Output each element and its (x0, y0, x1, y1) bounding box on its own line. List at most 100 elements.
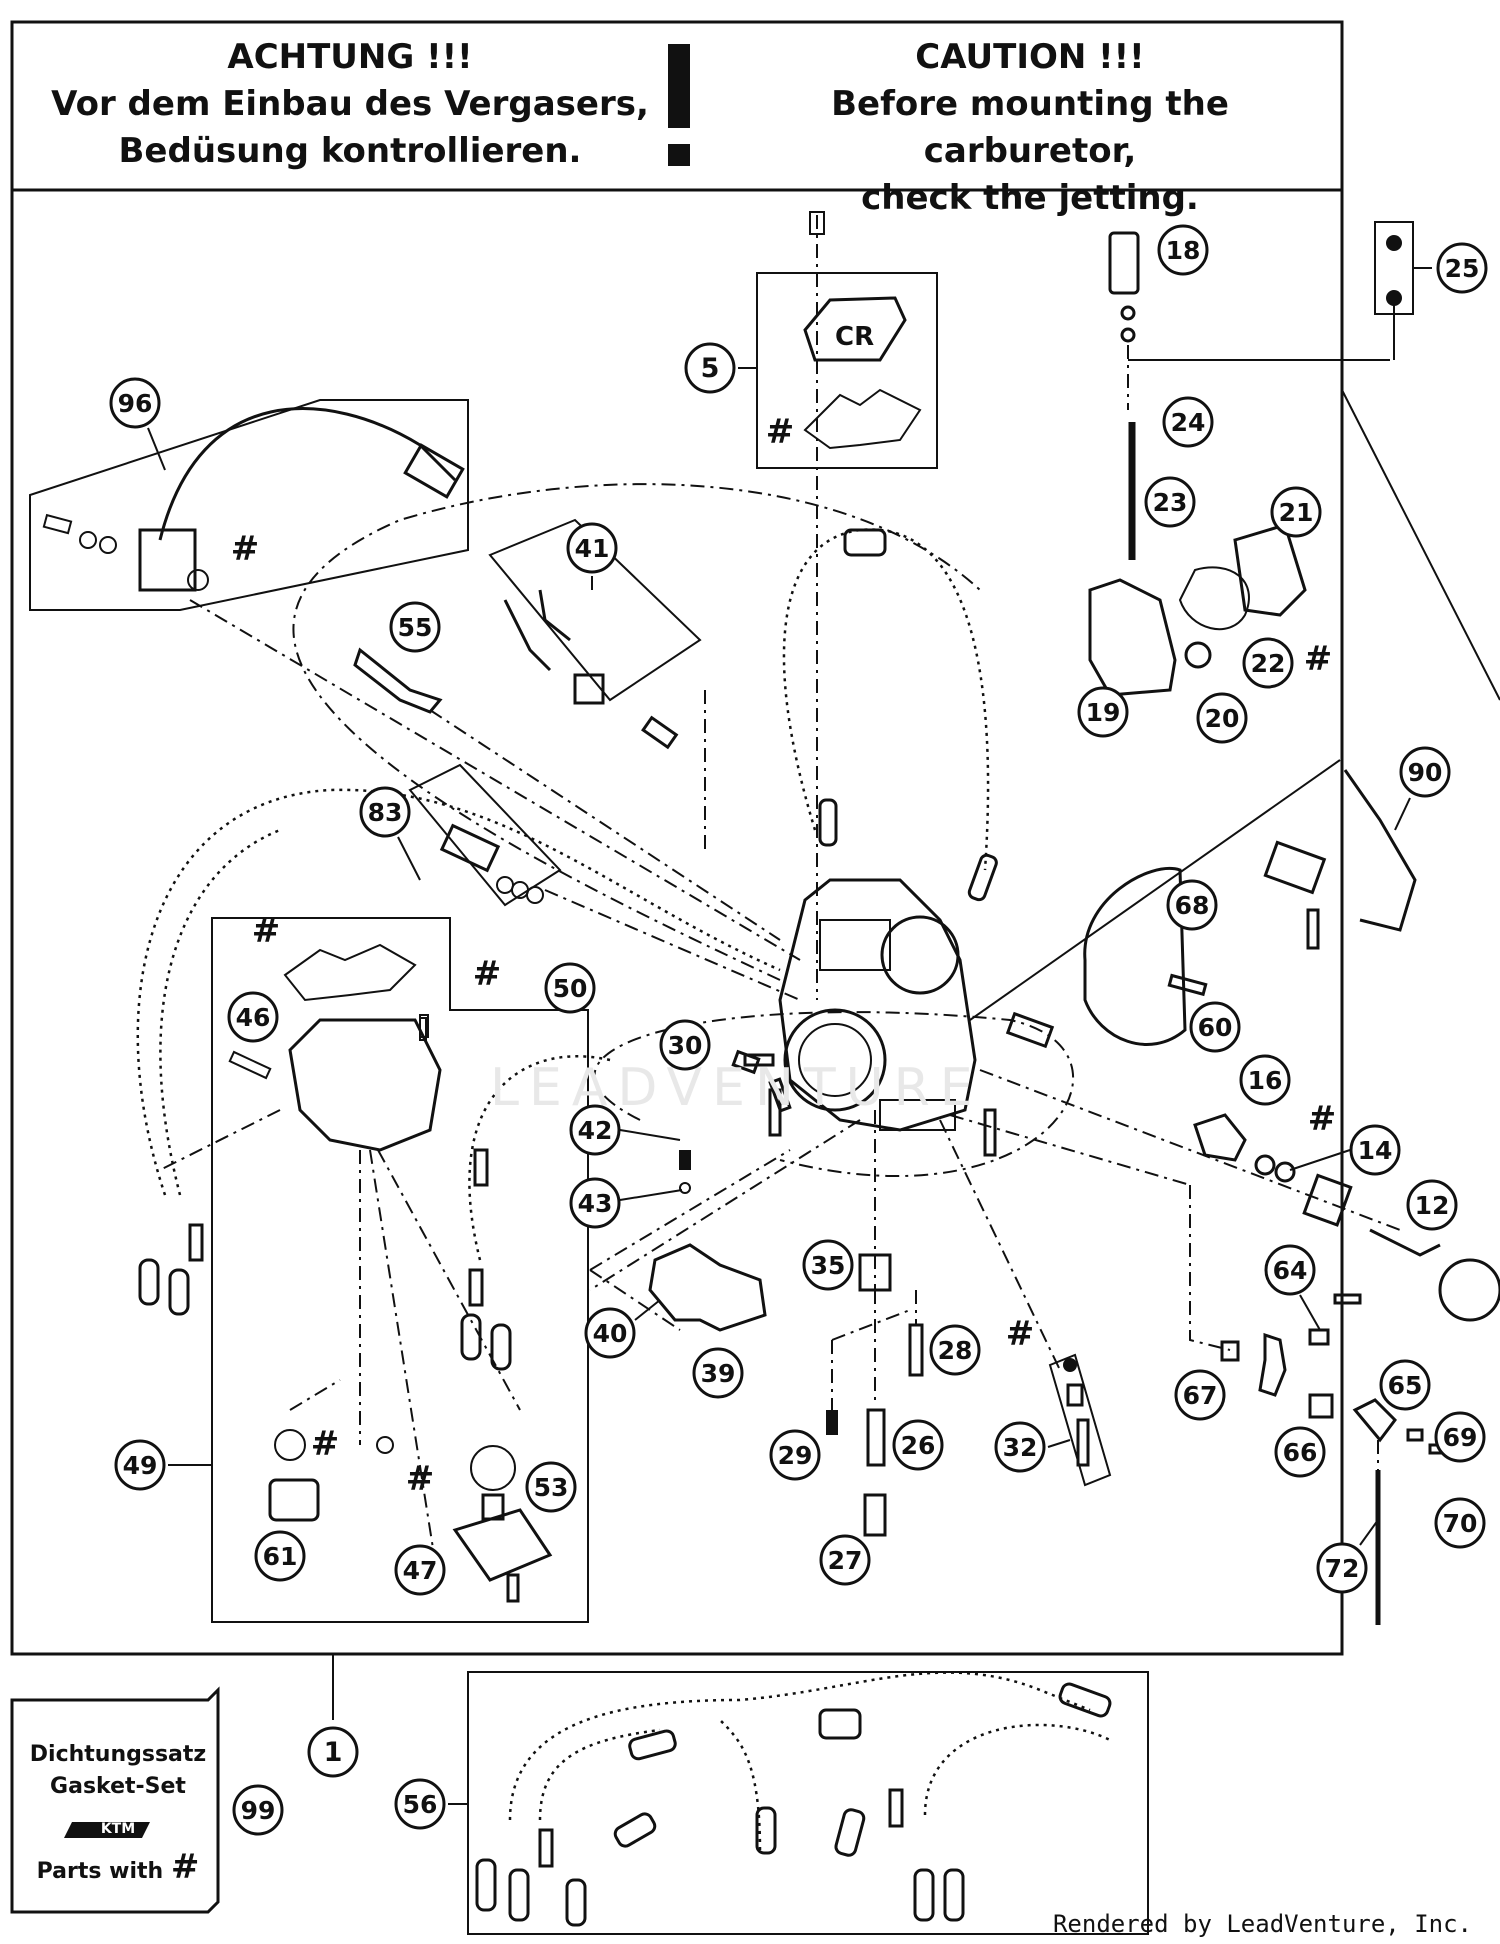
callout-circle-50 (544, 962, 596, 1014)
hose-kit-screw-1 (538, 1828, 554, 1868)
accelerator-pump-cover (452, 1508, 553, 1582)
german-warning: ACHTUNG !!! Vor dem Einbau des Vergasers… (40, 34, 660, 175)
callout-number-21: 21 (1279, 498, 1314, 527)
callout-circle-21 (1270, 486, 1322, 538)
jet-29 (826, 1410, 838, 1435)
callout-circle-99 (232, 1784, 284, 1836)
hose-kit-box (467, 1671, 1149, 1935)
hose-end-2 (168, 1268, 190, 1316)
throttle-cover (1083, 867, 1187, 1046)
callout-circle-67 (1174, 1369, 1226, 1421)
idle-screw (353, 647, 443, 714)
hose-kit-end-3 (565, 1878, 587, 1927)
callout-number-40: 40 (593, 1319, 628, 1348)
tps-cable (1343, 769, 1417, 932)
callout-circle-1 (307, 1726, 359, 1778)
choke-bolt-30 (731, 1049, 761, 1075)
callout-number-19: 19 (1086, 698, 1121, 727)
callout-circle-27 (819, 1534, 871, 1586)
callout-number-43: 43 (578, 1189, 613, 1218)
callout-leader-32 (1047, 1439, 1071, 1448)
jet-kit-ball-1 (1063, 1358, 1077, 1372)
fitting-nut (573, 673, 605, 705)
gasket-marker-8: # (311, 1424, 340, 1464)
float-39 (648, 1243, 767, 1332)
big-loop-top (292, 483, 981, 981)
callout-number-56: 56 (403, 1790, 438, 1819)
callout-circle-16 (1239, 1054, 1291, 1106)
linkage-spring-66 (1308, 1393, 1334, 1419)
linkage-lever (1258, 1332, 1287, 1397)
german-warning-line2: Bedüsung kontrollieren. (118, 131, 582, 171)
slide-body (1088, 578, 1177, 697)
callout-number-53: 53 (534, 1473, 569, 1502)
arm-washer-2 (1274, 1161, 1296, 1183)
hose-screw-2 (468, 1268, 484, 1307)
callout-circle-14 (1349, 1124, 1401, 1176)
bowl-line-3 (377, 1149, 521, 1411)
pump-o-ring (376, 1436, 394, 1454)
big-loop (593, 1011, 1075, 1178)
footer-credit: Rendered by LeadVenture, Inc. (1052, 1910, 1472, 1938)
hose-end-right (967, 853, 998, 902)
callout-number-18: 18 (1166, 236, 1201, 265)
bowl-gasket (283, 943, 417, 1002)
hose-kit-line-1 (508, 1671, 1091, 1821)
gasket-marker-1: # (766, 412, 795, 452)
hose-screw (188, 1223, 204, 1262)
callout-number-28: 28 (938, 1336, 973, 1365)
callout-number-61: 61 (263, 1542, 298, 1571)
pilot-jet-28 (908, 1323, 924, 1377)
callout-circle-55 (389, 601, 441, 653)
callout-circle-32 (994, 1421, 1046, 1473)
float-needle-42 (679, 1150, 691, 1170)
bowl-bolt (473, 1148, 489, 1187)
german-warning-title: ACHTUNG !!! (227, 37, 473, 77)
callout-circle-65 (1379, 1359, 1431, 1411)
float-bowl (288, 1018, 442, 1152)
return-spring (1302, 1173, 1353, 1227)
jet-circle-1 (1386, 235, 1402, 251)
gasket-set-brand: KTM (100, 1821, 136, 1837)
throttle-pulley (1438, 1258, 1500, 1322)
throttle-arm (1193, 1113, 1247, 1162)
callout-number-41: 41 (575, 534, 610, 563)
callout-number-23: 23 (1153, 488, 1188, 517)
leader-bowl (589, 1119, 861, 1291)
callout-number-47: 47 (403, 1556, 438, 1585)
callout-circle-61 (254, 1530, 306, 1582)
callout-number-20: 20 (1205, 704, 1240, 733)
callout-number-39: 39 (701, 1359, 736, 1388)
callout-number-30: 30 (668, 1031, 703, 1060)
gasket-marker-7: # (1006, 1314, 1035, 1354)
callout-circle-53 (525, 1461, 577, 1513)
callout-circle-72 (1316, 1542, 1368, 1594)
hose-kit-bent-1 (628, 1729, 677, 1761)
callout-number-99: 99 (241, 1796, 276, 1825)
slide-cover (1233, 523, 1307, 617)
tps-connector (1263, 840, 1327, 895)
vent-hose-left-2 (159, 828, 281, 1196)
callout-number-16: 16 (1248, 1066, 1283, 1095)
english-warning-title: CAUTION !!! (915, 37, 1145, 77)
callout-circle-35 (802, 1239, 854, 1291)
callout-number-26: 26 (901, 1431, 936, 1460)
callout-number-65: 65 (1388, 1371, 1423, 1400)
bowl-line-4 (369, 1149, 439, 1581)
main-jet-27 (863, 1493, 887, 1537)
english-warning-line2: check the jetting. (861, 178, 1199, 218)
gasket-marker-6: # (1308, 1099, 1337, 1139)
gasket-set-label-de: Dichtungssatz (29, 1742, 207, 1767)
callout-number-42: 42 (578, 1116, 613, 1145)
callout-number-14: 14 (1358, 1136, 1393, 1165)
main-jet-26 (866, 1408, 886, 1467)
callout-circle-20 (1196, 692, 1248, 744)
hose-kit-end-2 (508, 1868, 530, 1922)
gasket-marker-group: ######### (231, 412, 1337, 1499)
callout-circle-96 (109, 377, 161, 429)
hose-end-3 (460, 1313, 482, 1361)
vent-hose-left (136, 788, 781, 1196)
leader-jet-holder (939, 1119, 1061, 1371)
